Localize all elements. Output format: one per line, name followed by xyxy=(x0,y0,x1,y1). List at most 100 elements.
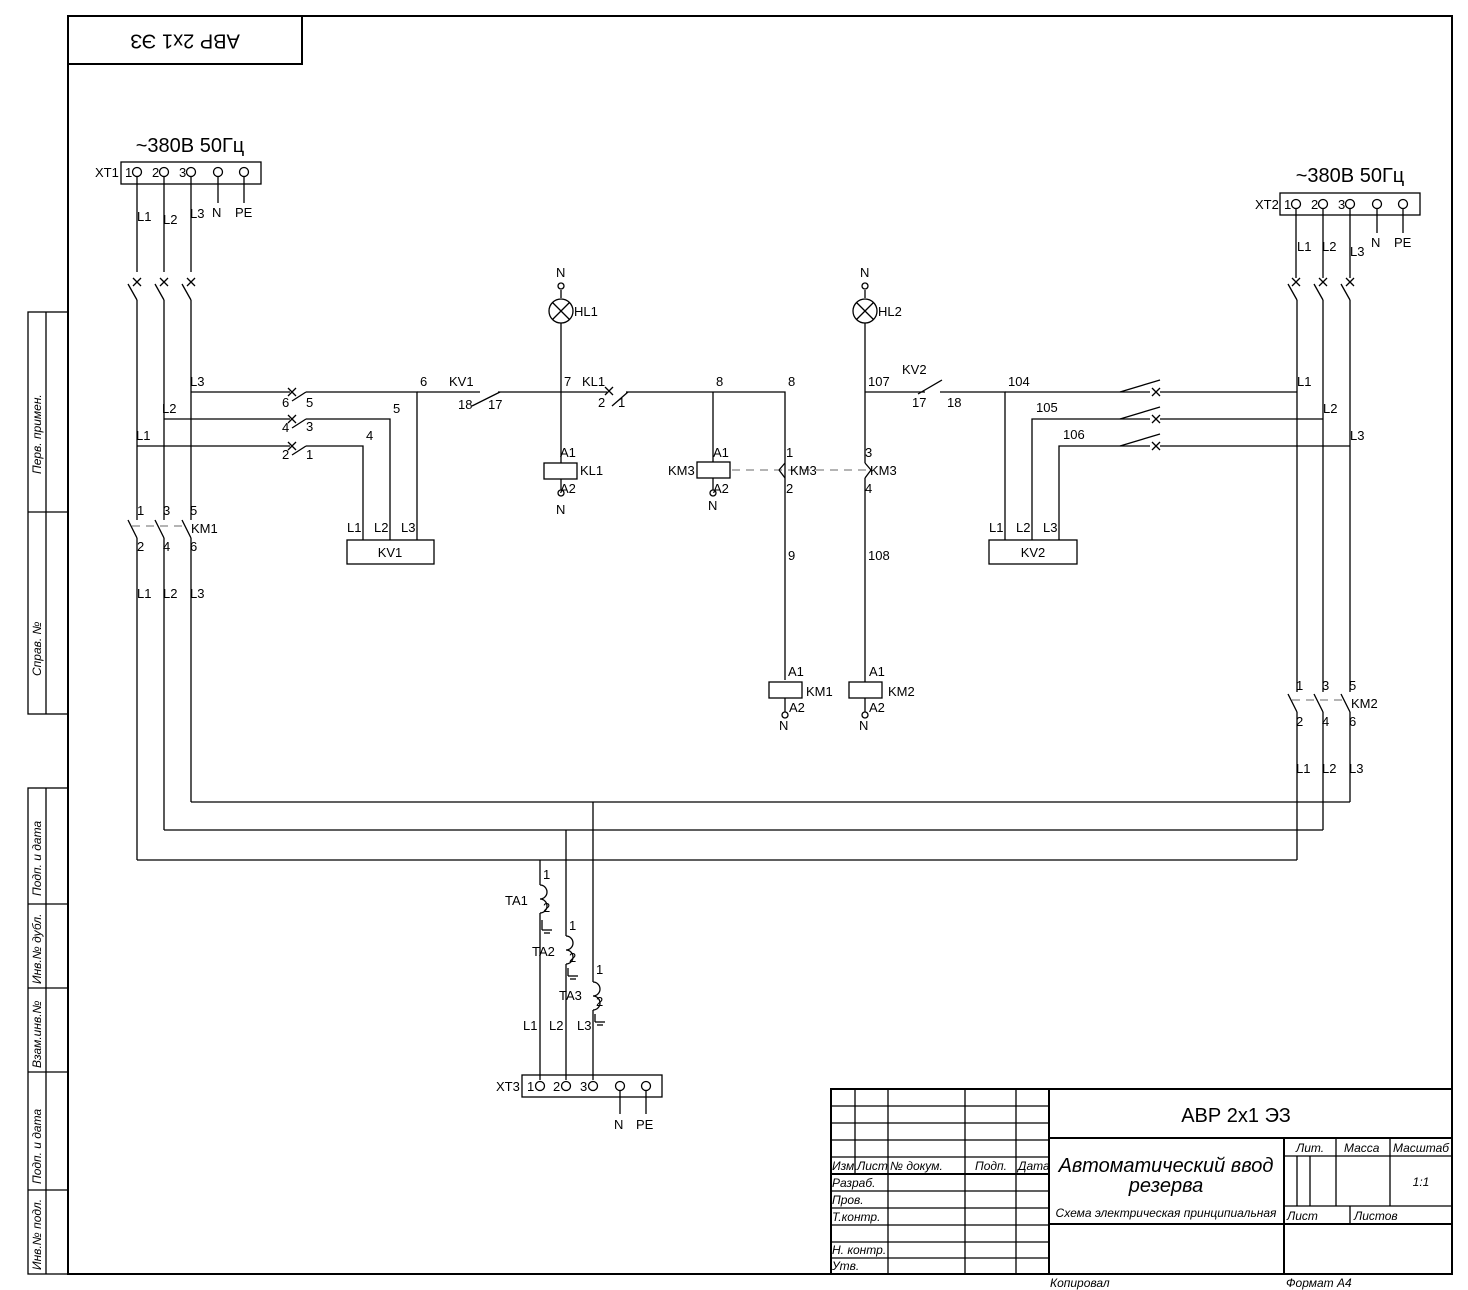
side-inv-dubl: Инв.№ дубл. xyxy=(30,914,44,984)
km3a-label: KM3 xyxy=(790,463,817,478)
km1-label: KM1 xyxy=(191,521,218,536)
tb-scale: 1:1 xyxy=(1413,1175,1430,1189)
xt1-label: XT1 xyxy=(95,165,119,180)
in1-tap-L1: L1 xyxy=(136,428,150,443)
xt2-n: N xyxy=(1371,235,1380,250)
km2-c4: 4 xyxy=(1322,714,1329,729)
hl1-n: N xyxy=(556,265,565,280)
side-sprav: Справ. № xyxy=(30,621,44,676)
xt3-label: XT3 xyxy=(496,1079,520,1094)
kv2-L3: L3 xyxy=(1043,520,1057,535)
km1-c1: 1 xyxy=(137,503,144,518)
xt1-t3: 3 xyxy=(179,165,186,180)
tb-doc-no: № докум. xyxy=(890,1159,943,1173)
ta2-label: TA2 xyxy=(532,944,555,959)
in2-tap-L2: L2 xyxy=(1323,401,1337,416)
ta3-2: 2 xyxy=(596,994,603,1009)
wire-4: 4 xyxy=(366,428,373,443)
km2-c3: 3 xyxy=(1322,678,1329,693)
wire-18b: 18 xyxy=(947,395,961,410)
in1-L1: L1 xyxy=(137,209,151,224)
tb-massa: Масса xyxy=(1344,1141,1380,1155)
kv1-L2: L2 xyxy=(374,520,388,535)
km2-coil-a1: A1 xyxy=(869,664,885,679)
kv2-L1: L1 xyxy=(989,520,1003,535)
km2-coil-n: N xyxy=(859,718,868,733)
km3-a2: A2 xyxy=(713,481,729,496)
tb-list: Лист xyxy=(856,1159,888,1173)
wire-107: 107 xyxy=(868,374,890,389)
km3-coil-label: KM3 xyxy=(668,463,695,478)
km3b-c4: 4 xyxy=(865,481,872,496)
xt2-t2: 2 xyxy=(1311,197,1318,212)
in2-L3: L3 xyxy=(1350,244,1364,259)
in1-tap-L3: L3 xyxy=(190,374,204,389)
xt3-t2: 2 xyxy=(553,1079,560,1094)
xt2-terminal-block xyxy=(1279,192,1421,860)
km1-coil-n: N xyxy=(779,718,788,733)
km2-coil-label: KM2 xyxy=(888,684,915,699)
xt1-supply-label: ~380В 50Гц xyxy=(136,135,244,157)
hl1-label: HL1 xyxy=(574,304,598,319)
top-stamp: АВР 2х1 ЭЗ xyxy=(130,30,240,52)
km1-c5: 5 xyxy=(190,503,197,518)
tb-utv: Утв. xyxy=(831,1259,859,1273)
in1-out-L2: L2 xyxy=(163,586,177,601)
km1-c3: 3 xyxy=(163,503,170,518)
xt3-n: N xyxy=(614,1117,623,1132)
drawing-frame xyxy=(67,15,1453,1275)
xt2-t1: 1 xyxy=(1284,197,1291,212)
kl1-contact-label: KL1 xyxy=(582,374,605,389)
tb-prov: Пров. xyxy=(832,1193,864,1207)
wire-17b: 17 xyxy=(912,395,926,410)
tb-lit: Лит. xyxy=(1295,1141,1324,1155)
km1-coil-label: KM1 xyxy=(806,684,833,699)
kv2-box-label: KV2 xyxy=(1021,545,1046,560)
xt3-terminal-block xyxy=(521,1074,663,1114)
tb-format: Формат А4 xyxy=(1286,1276,1352,1290)
out-L1: L1 xyxy=(523,1018,537,1033)
in2-out-L2: L2 xyxy=(1322,761,1336,776)
km3b-c3: 3 xyxy=(865,445,872,460)
sw-5: 5 xyxy=(306,395,313,410)
kv2-L2: L2 xyxy=(1016,520,1030,535)
wire-7: 7 xyxy=(564,374,571,389)
xt1-t2: 2 xyxy=(152,165,159,180)
sw-4: 4 xyxy=(282,420,289,435)
km3a-c1: 1 xyxy=(786,445,793,460)
out-L3: L3 xyxy=(577,1018,591,1033)
xt2-pe: PE xyxy=(1394,235,1412,250)
xt2-supply-label: ~380В 50Гц xyxy=(1296,165,1404,187)
in2-L1: L1 xyxy=(1297,239,1311,254)
xt3-pe: PE xyxy=(636,1117,654,1132)
km3-n: N xyxy=(708,498,717,513)
sw-3: 3 xyxy=(306,419,313,434)
kl1-n: N xyxy=(556,502,565,517)
tb-kopiroval: Копировал xyxy=(1050,1276,1110,1290)
wire-5: 5 xyxy=(393,401,400,416)
in2-L2: L2 xyxy=(1322,239,1336,254)
km1-coil-a1: A1 xyxy=(788,664,804,679)
km2-c5: 5 xyxy=(1349,678,1356,693)
tb-name-2: резерва xyxy=(1128,1175,1203,1197)
in1-tap-L2: L2 xyxy=(162,401,176,416)
xt1-t1: 1 xyxy=(125,165,132,180)
tb-izm: Изм. xyxy=(832,1159,858,1173)
ta2-1: 1 xyxy=(569,918,576,933)
kl1-c1: 1 xyxy=(618,395,625,410)
wire-6: 6 xyxy=(420,374,427,389)
kl1-a2: A2 xyxy=(560,481,576,496)
km1-c2: 2 xyxy=(137,539,144,554)
wire-106: 106 xyxy=(1063,427,1085,442)
wire-9: 9 xyxy=(788,548,795,563)
kl1-c2: 2 xyxy=(598,395,605,410)
sw-2: 2 xyxy=(282,447,289,462)
tb-masshtab: Масштаб xyxy=(1393,1141,1450,1155)
sw-6: 6 xyxy=(282,395,289,410)
xt3-t3: 3 xyxy=(580,1079,587,1094)
sw-1: 1 xyxy=(306,447,313,462)
km2-label: KM2 xyxy=(1351,696,1378,711)
tb-data: Дата xyxy=(1016,1159,1050,1173)
ta1-label: TA1 xyxy=(505,893,528,908)
